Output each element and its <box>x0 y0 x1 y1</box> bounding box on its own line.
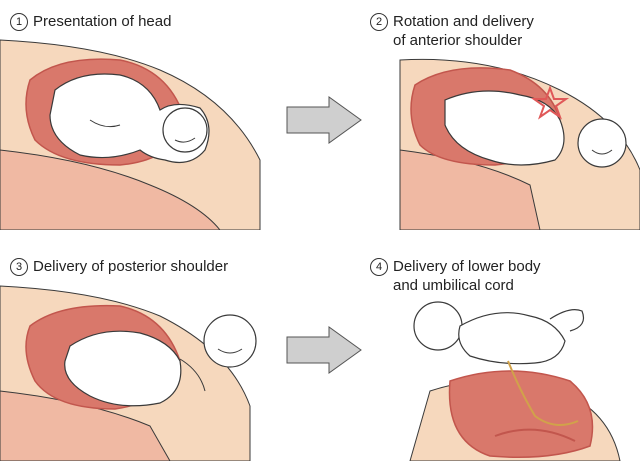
step-2-illustration <box>399 58 640 230</box>
step-3-illustration <box>0 285 257 461</box>
star-icon <box>530 85 570 120</box>
step-3-panel: 3 Delivery of posterior shoulder <box>0 231 320 461</box>
step-4-illustration <box>409 301 621 461</box>
step-4-title-line2: and umbilical cord <box>393 277 514 294</box>
step-1-number: 1 <box>10 13 28 31</box>
arrow-right-icon <box>286 96 362 144</box>
step-4-title-line1: Delivery of lower body <box>393 258 541 275</box>
arrow-right-icon <box>286 326 362 374</box>
step-2-title-line1: Rotation and delivery <box>393 13 534 30</box>
step-1-label: 1 Presentation of head <box>10 12 171 31</box>
step-2-title-line2: of anterior shoulder <box>393 32 523 49</box>
step-1-title: Presentation of head <box>33 13 172 30</box>
step-3-number: 3 <box>10 258 28 276</box>
step-3-title: Delivery of posterior shoulder <box>33 258 229 275</box>
step-1-illustration <box>0 39 261 230</box>
step-3-label: 3 Delivery of posterior shoulder <box>10 257 228 276</box>
step-1-panel: 1 Presentation of head <box>0 0 320 230</box>
